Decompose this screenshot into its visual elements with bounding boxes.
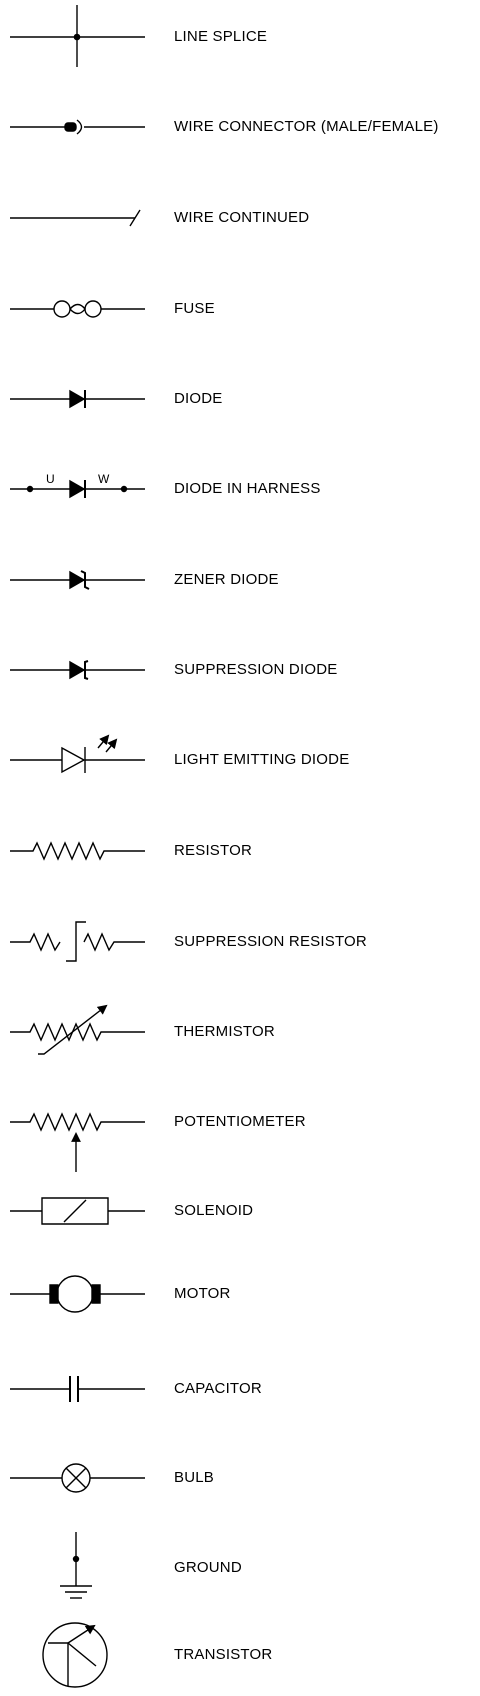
label-transistor: TRANSISTOR: [174, 1646, 273, 1663]
label-led: LIGHT EMITTING DIODE: [174, 751, 350, 768]
transistor-symbol: [43, 1623, 107, 1687]
label-solenoid: SOLENOID: [174, 1202, 254, 1219]
diode-harness-label-w: W: [98, 472, 110, 486]
label-wire-continued: WIRE CONTINUED: [174, 209, 310, 226]
label-line-splice: LINE SPLICE: [174, 28, 268, 45]
ground-symbol: [60, 1532, 92, 1598]
label-ground: GROUND: [174, 1559, 242, 1576]
diode-symbol: [10, 390, 145, 408]
label-diode: DIODE: [174, 390, 223, 407]
label-resistor: RESISTOR: [174, 842, 253, 859]
line-splice-symbol: [10, 5, 145, 67]
label-thermistor: THERMISTOR: [174, 1023, 275, 1040]
label-potentiometer: POTENTIOMETER: [174, 1113, 306, 1130]
capacitor-symbol: [10, 1376, 145, 1402]
wire-continued-symbol: [10, 210, 140, 226]
label-suppression-diode: SUPPRESSION DIODE: [174, 661, 338, 678]
thermistor-symbol: [10, 1004, 145, 1054]
fuse-symbol: [10, 301, 145, 317]
label-fuse: FUSE: [174, 300, 215, 317]
solenoid-symbol: [10, 1198, 145, 1224]
label-wire-connector: WIRE CONNECTOR (MALE/FEMALE): [174, 118, 439, 135]
diode-in-harness-symbol: [10, 480, 145, 498]
label-capacitor: CAPACITOR: [174, 1380, 262, 1397]
label-motor: MOTOR: [174, 1285, 231, 1302]
resistor-symbol: [10, 843, 145, 859]
suppression-resistor-symbol: [10, 922, 145, 961]
wire-connector-symbol: [10, 120, 145, 134]
bulb-symbol: [10, 1464, 145, 1492]
label-diode-in-harness: DIODE IN HARNESS: [174, 480, 321, 497]
zener-diode-symbol: [10, 571, 145, 589]
suppression-diode-symbol: [10, 661, 145, 679]
label-suppression-resistor: SUPPRESSION RESISTOR: [174, 933, 367, 950]
label-bulb: BULB: [174, 1469, 214, 1486]
led-symbol: [10, 734, 145, 773]
motor-symbol: [10, 1276, 145, 1312]
label-zener-diode: ZENER DIODE: [174, 571, 279, 588]
potentiometer-symbol: [10, 1114, 145, 1172]
diode-harness-label-u: U: [46, 472, 55, 486]
